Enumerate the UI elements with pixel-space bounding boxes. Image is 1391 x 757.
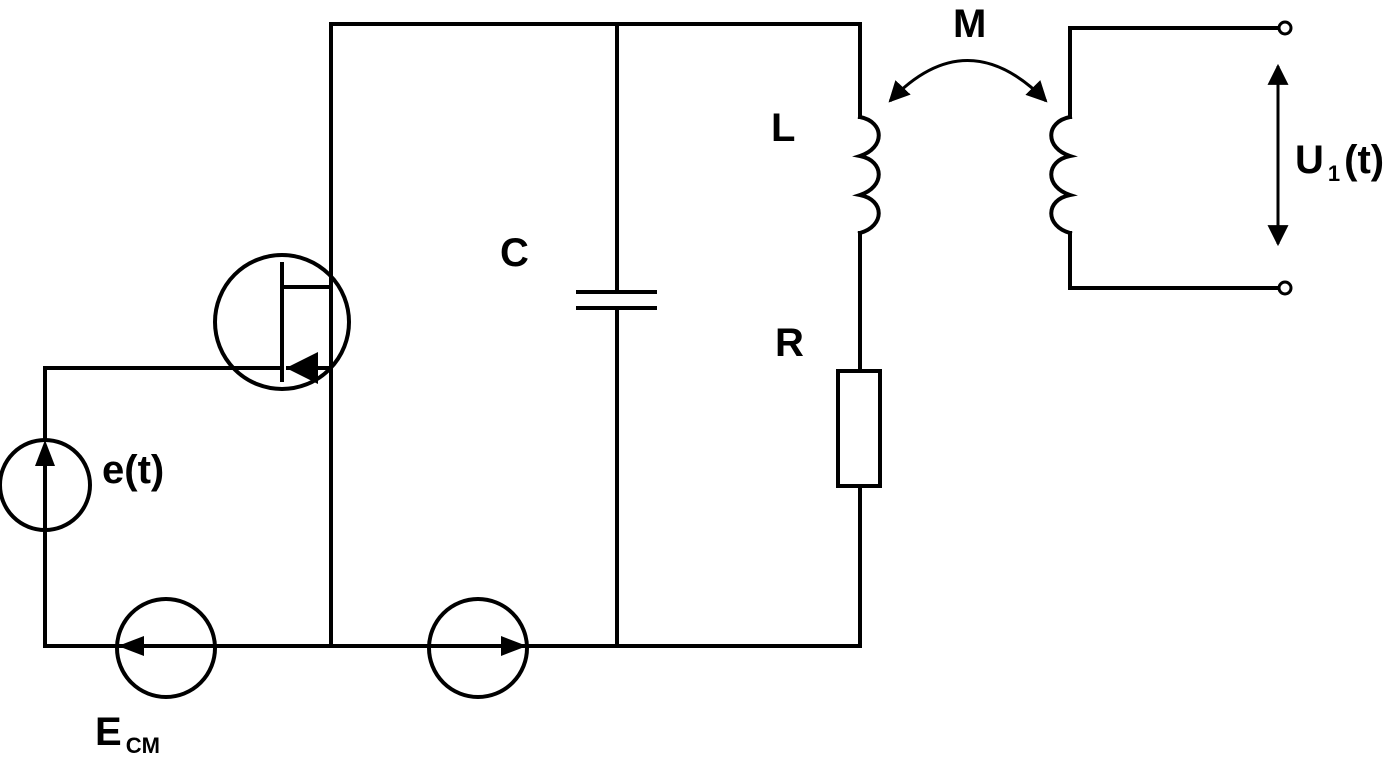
label-source-e-t: e(t) <box>102 448 164 492</box>
label-output-main: U <box>1295 138 1324 182</box>
output-terminal-top <box>1277 20 1293 36</box>
label-capacitor-c: C <box>500 231 529 275</box>
label-output-tail: (t) <box>1344 138 1384 182</box>
transistor-symbol <box>213 253 351 391</box>
label-bias-ecm: E CM <box>95 710 160 757</box>
bias-source-ecm <box>115 597 217 699</box>
tank-circuit-wires <box>329 22 862 648</box>
capacitor-symbol <box>576 290 657 310</box>
current-source-tank <box>427 597 529 699</box>
label-inductor-l: L <box>771 106 795 150</box>
label-bias-main: E <box>95 710 122 754</box>
resistor-symbol <box>836 369 882 488</box>
label-resistor-r: R <box>775 321 804 365</box>
inductor-secondary-coil <box>1049 114 1078 236</box>
label-bias-sub: CM <box>126 733 160 757</box>
output-terminal-bottom <box>1277 280 1293 296</box>
label-mutual-m: M <box>953 2 986 46</box>
label-output-sub: 1 <box>1328 161 1340 186</box>
gate-loop-wires <box>43 366 333 648</box>
mutual-inductance-arrow <box>888 59 1048 103</box>
voltage-source-e <box>0 438 92 532</box>
secondary-circuit-wires <box>1068 26 1281 290</box>
label-output-u1: U 1 (t) <box>1295 138 1384 186</box>
inductor-primary-coil <box>852 114 881 236</box>
